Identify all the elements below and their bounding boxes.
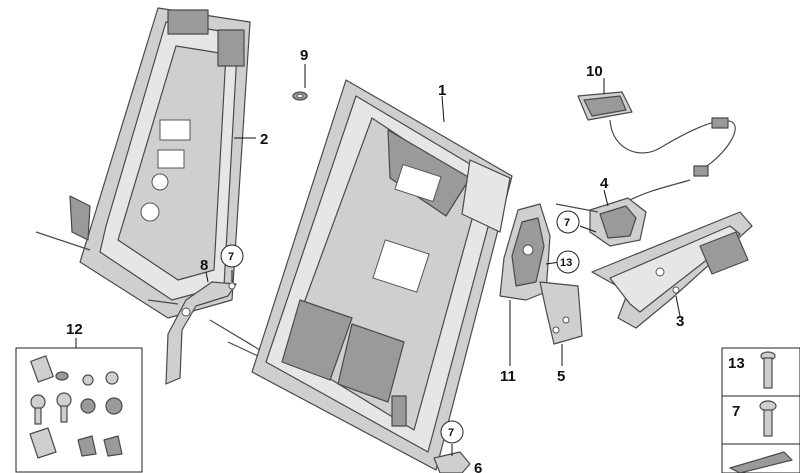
callout-13: 13	[560, 257, 572, 269]
part-1-main-frame	[209, 79, 513, 471]
part-5-plate	[539, 281, 583, 345]
part-2-side-frame	[35, 7, 251, 319]
leader-lines	[75, 64, 681, 456]
callout-13-circle	[556, 250, 580, 274]
callout-7b-circle	[556, 210, 580, 234]
fastener-legend: 13 7	[721, 347, 800, 473]
callout-12: 12	[66, 321, 83, 338]
callout-7c: 7	[448, 427, 454, 439]
part-12-kit-box	[15, 347, 143, 473]
part-8-hinge-bracket	[165, 281, 237, 385]
callout-4: 4	[600, 175, 609, 192]
callout-10: 10	[586, 63, 603, 80]
callout-9: 9	[300, 47, 308, 64]
legend-7-label: 7	[732, 403, 740, 420]
callout-11: 11	[500, 368, 516, 385]
part-11-mechanism	[499, 203, 551, 301]
callout-3: 3	[676, 313, 684, 330]
part-4-latch	[555, 179, 691, 247]
part-9-washer	[292, 91, 308, 101]
callout-7b: 7	[564, 217, 570, 229]
legend-13-label: 13	[728, 355, 745, 372]
callout-1: 1	[438, 82, 446, 99]
callout-5: 5	[557, 368, 565, 385]
part-6-small-bracket	[433, 451, 471, 473]
callout-7c-circle	[440, 420, 464, 444]
callout-7a: 7	[228, 251, 234, 263]
callout-7a-circle	[220, 244, 244, 268]
callout-2: 2	[260, 131, 268, 148]
callout-6: 6	[474, 460, 482, 473]
part-3-bracket	[591, 211, 753, 329]
wedge-part-icon	[729, 451, 793, 473]
callout-8: 8	[200, 257, 208, 274]
part-10-connector	[577, 91, 736, 177]
